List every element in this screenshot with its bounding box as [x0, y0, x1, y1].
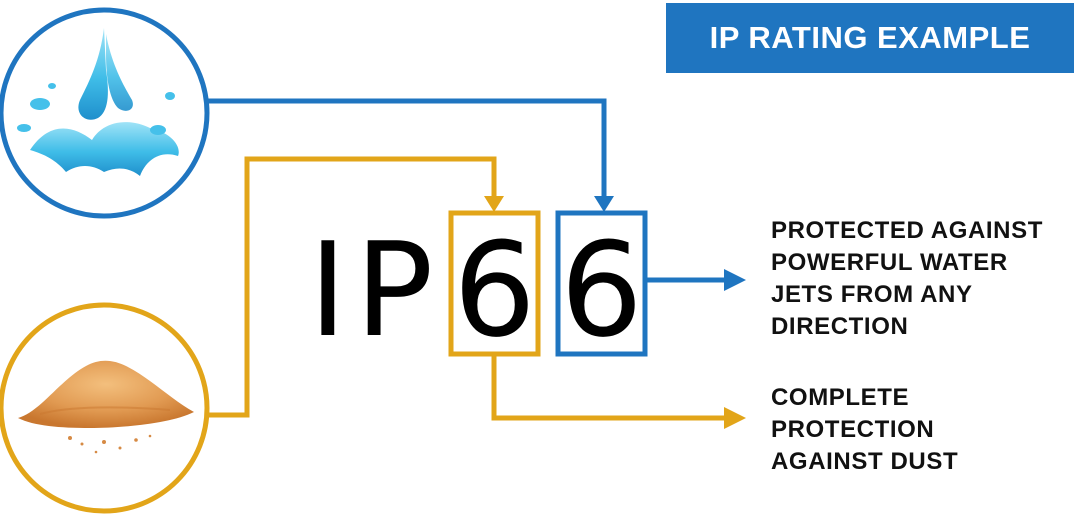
dust-description-line: PROTECTION	[771, 416, 935, 443]
water-digit-box	[555, 210, 648, 357]
title-text: IP RATING EXAMPLE	[709, 20, 1031, 55]
dust-description-line: AGAINST DUST	[771, 448, 959, 475]
water-digit: 6	[560, 214, 643, 366]
solids-digit-box	[448, 210, 541, 357]
water-circle	[0, 7, 210, 219]
title-banner: IP RATING EXAMPLE	[666, 3, 1074, 73]
dust-output-arrowhead	[724, 407, 746, 429]
dust-connector-arrowhead	[484, 196, 504, 212]
water-description-line: POWERFUL WATER	[771, 249, 1008, 276]
water-description-line: DIRECTION	[771, 313, 909, 340]
dust-output-line	[491, 356, 728, 421]
water-output-arrowhead	[724, 269, 746, 291]
water-connector-line	[207, 98, 607, 200]
dust-description: COMPLETE PROTECTION AGAINST DUST	[771, 382, 958, 478]
water-description-line: JETS FROM ANY	[771, 281, 973, 308]
solids-digit: 6	[453, 214, 536, 366]
water-description: PROTECTED AGAINST POWERFUL WATER JETS FR…	[771, 215, 1043, 343]
dust-connector-line	[207, 156, 497, 418]
water-description-line: PROTECTED AGAINST	[771, 217, 1043, 244]
water-splash-icon	[17, 28, 179, 176]
sand-pile-icon	[18, 360, 194, 454]
dust-description-line: COMPLETE	[771, 384, 910, 411]
water-connector-arrowhead	[594, 196, 614, 212]
title-banner-bg	[666, 3, 1074, 73]
ip-prefix: IP	[308, 214, 442, 366]
